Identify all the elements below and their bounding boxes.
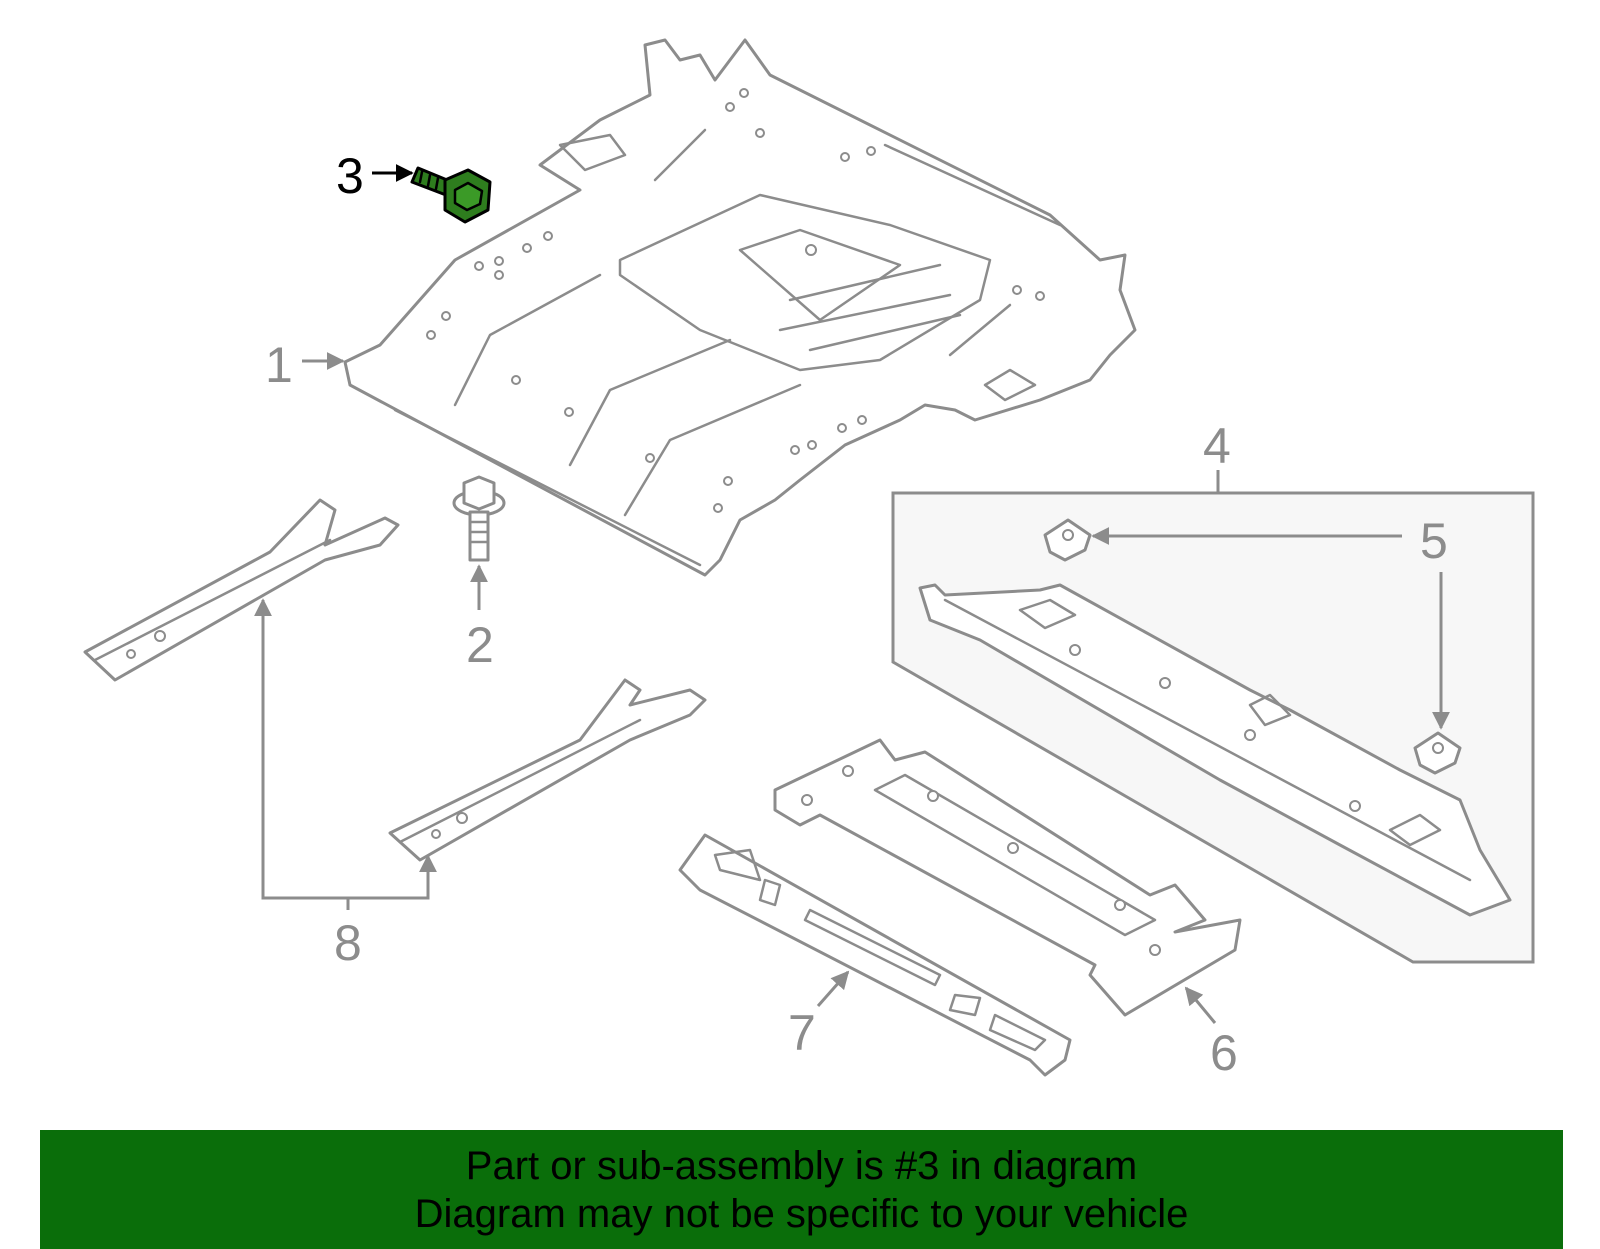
banner-line-2: Diagram may not be specific to your vehi… [414,1192,1189,1236]
bolt-part-2 [452,475,506,562]
callout-1: 1 [265,337,293,393]
bolt-part-3-highlighted [410,166,492,224]
callout-4: 4 [1203,418,1231,474]
callout-8: 8 [334,915,362,971]
parts-diagram: 1 2 3 4 5 6 7 8 [83,38,1535,1081]
rail-part-8-lower [388,678,707,862]
callout-3: 3 [336,148,364,204]
banner-line-1: Part or sub-assembly is #3 in diagram [465,1144,1138,1188]
crossmember-part-7 [678,833,1072,1077]
callout-2: 2 [466,617,494,673]
callout-7: 7 [788,1005,816,1061]
rail-part-8-upper [83,498,400,682]
crossmember-part-6 [773,738,1242,1017]
rear-floor-pan [343,38,1137,577]
info-banner: Part or sub-assembly is #3 in diagram Di… [40,1130,1563,1249]
callout-6: 6 [1210,1025,1238,1081]
callout-5: 5 [1420,513,1448,569]
leader-lines [254,164,1450,1024]
assembly-group-4 [891,491,1535,964]
